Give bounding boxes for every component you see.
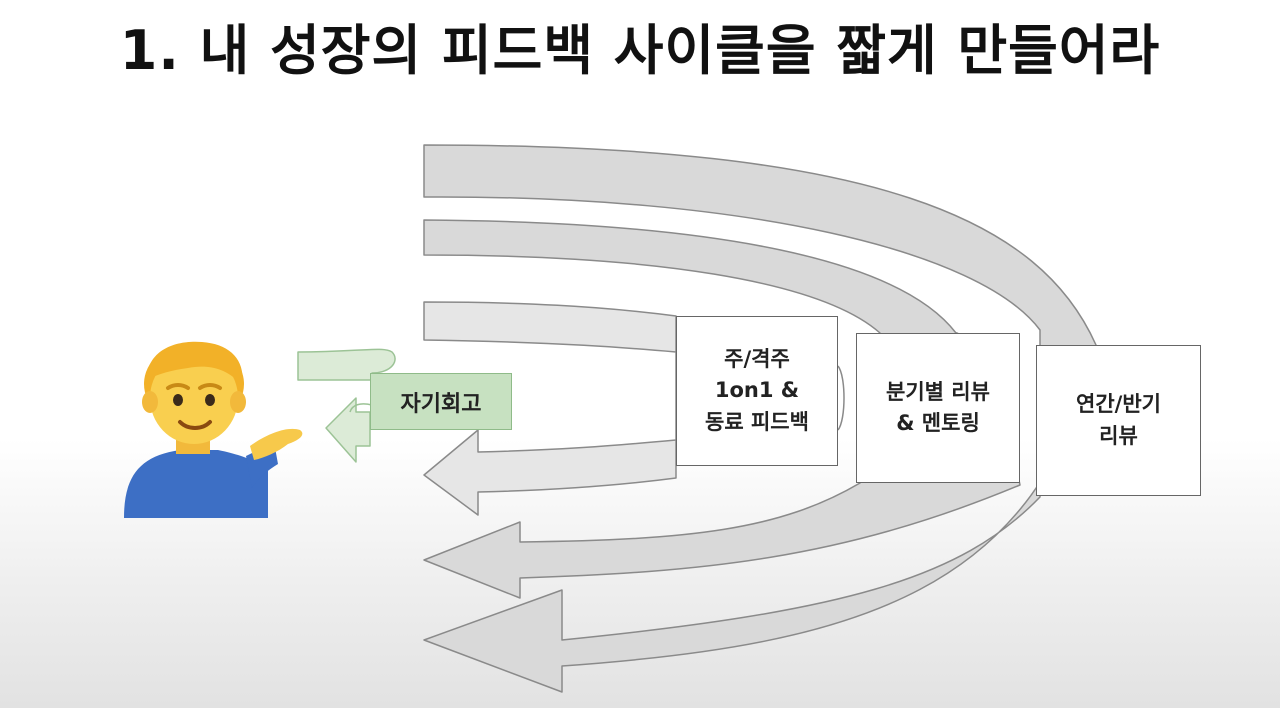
weekly-arrow-tail [837,365,845,431]
quarterly-feedback-arrow [423,219,1021,599]
annual-review-label: 연간/반기 리뷰 [1076,392,1161,448]
weekly-feedback-box: 주/격주 1on1 & 동료 피드백 [676,316,838,466]
quarterly-review-label: 분기별 리뷰 & 멘토링 [886,379,990,436]
slide-title: 1. 내 성장의 피드백 사이클을 짧게 만들어라 [119,19,1161,82]
self-review-arrow-head [325,397,371,463]
self-review-arrow [297,348,396,381]
man-tipping-hand-icon [124,341,303,518]
quarterly-review-box: 분기별 리뷰 & 멘토링 [856,333,1020,483]
weekly-feedback-label: 주/격주 1on1 & 동료 피드백 [705,346,809,434]
annual-feedback-arrow [423,144,1097,693]
self-review-arrow-curve [349,403,373,413]
self-review-box: 자기회고 [370,373,512,430]
weekly-feedback-arrow [423,301,677,516]
self-review-label: 자기회고 [400,391,482,417]
annual-review-box: 연간/반기 리뷰 [1036,345,1201,496]
